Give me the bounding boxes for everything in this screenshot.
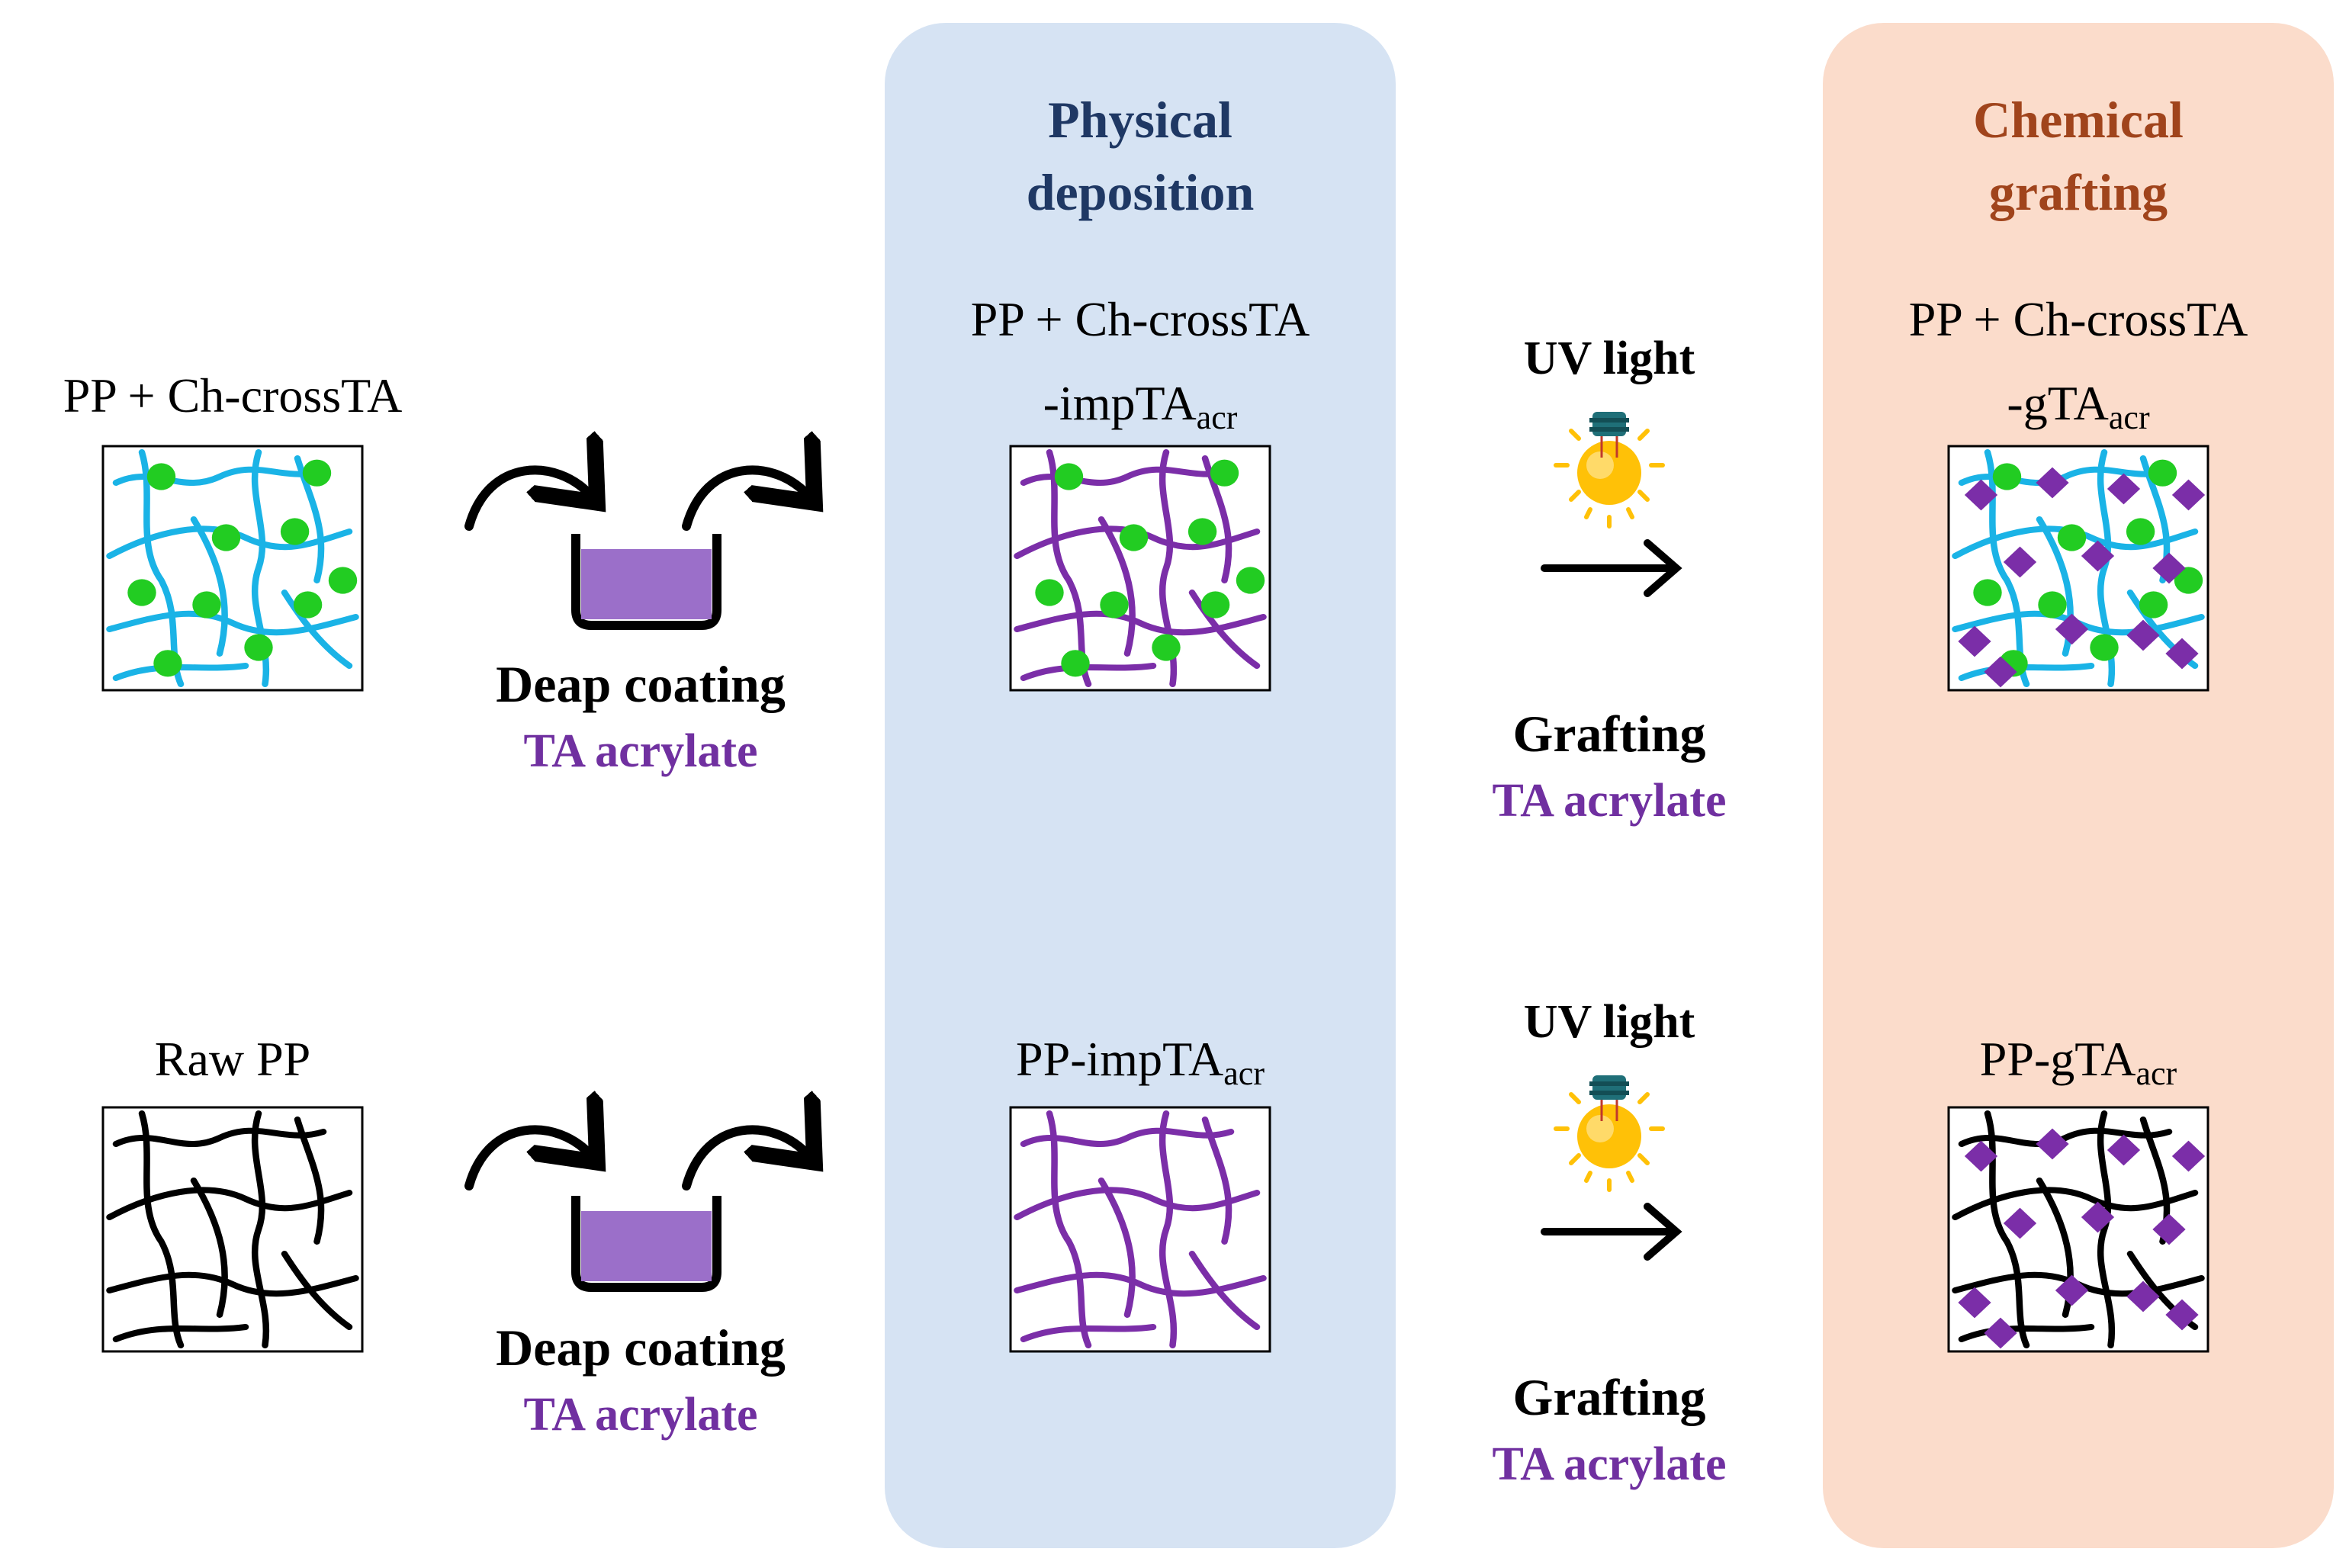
top-start-fiber-box xyxy=(101,445,364,692)
top-grafting-reagent: TA acrylate xyxy=(1492,775,1726,827)
top-start-label: PP + Ch-crossTA xyxy=(63,368,403,423)
right-arrow-icon xyxy=(1541,539,1682,597)
bottom-mid-fiber-box xyxy=(1009,1106,1271,1353)
top-mid-label-line1: PP + Ch-crossTA xyxy=(971,292,1310,346)
light-bulb-icon xyxy=(1556,412,1663,526)
bottom-end-label: PP-gTAacr xyxy=(1980,1032,2177,1092)
top-mid-fiber-box xyxy=(1009,445,1271,692)
coating-bath-icon xyxy=(571,534,721,630)
bottom-coating-reagent: TA acrylate xyxy=(523,1389,757,1441)
top-end-label-sub: acr xyxy=(2109,399,2150,436)
top-end-label-line2: -gTAacr xyxy=(2007,376,2150,436)
right-arrow-icon xyxy=(1541,1203,1682,1261)
bottom-start-label: Raw PP xyxy=(155,1032,311,1086)
top-coating-reagent: TA acrylate xyxy=(523,725,757,777)
bottom-end-label-prefix: PP-gTA xyxy=(1980,1032,2136,1086)
bottom-start-fiber-box xyxy=(101,1106,364,1353)
curved-arrow-icon xyxy=(464,470,591,531)
chemical-title-line1: Chemical xyxy=(1973,91,2184,149)
curved-arrow-icon xyxy=(682,470,808,531)
bottom-mid-label-prefix: PP-impTA xyxy=(1016,1032,1223,1086)
bottom-coating-label: Deap coating xyxy=(496,1319,786,1377)
curved-arrow-icon xyxy=(464,1129,591,1190)
curved-arrow-icon xyxy=(682,1129,808,1190)
bottom-grafting-reagent: TA acrylate xyxy=(1492,1438,1726,1490)
bottom-end-fiber-box xyxy=(1947,1106,2209,1353)
bottom-end-label-sub: acr xyxy=(2136,1055,2177,1092)
light-bulb-icon xyxy=(1556,1075,1663,1190)
bottom-mid-label-sub: acr xyxy=(1223,1055,1265,1092)
bottom-coating-arrows xyxy=(464,1129,808,1190)
bottom-mid-label: PP-impTAacr xyxy=(1016,1032,1265,1092)
top-mid-label-line2: -impTAacr xyxy=(1043,376,1238,436)
top-grafting-label: Grafting xyxy=(1512,705,1705,763)
top-mid-label-sub: acr xyxy=(1197,399,1238,436)
top-end-label-line1: PP + Ch-crossTA xyxy=(1909,292,2248,346)
bottom-uv-label: UV light xyxy=(1524,996,1695,1048)
coating-bath-icon xyxy=(571,1196,721,1292)
physical-title-line2: deposition xyxy=(1027,163,1255,221)
top-mid-label-prefix: -impTA xyxy=(1043,376,1197,430)
bottom-grafting-label: Grafting xyxy=(1512,1368,1705,1426)
chemical-title-line2: grafting xyxy=(1989,163,2168,221)
top-uv-label: UV light xyxy=(1524,333,1695,384)
top-end-fiber-box xyxy=(1947,445,2209,692)
top-coating-label: Deap coating xyxy=(496,655,786,713)
top-coating-arrows xyxy=(464,470,808,531)
physical-title-line1: Physical xyxy=(1048,91,1232,149)
top-end-label-prefix: -gTA xyxy=(2007,376,2109,430)
